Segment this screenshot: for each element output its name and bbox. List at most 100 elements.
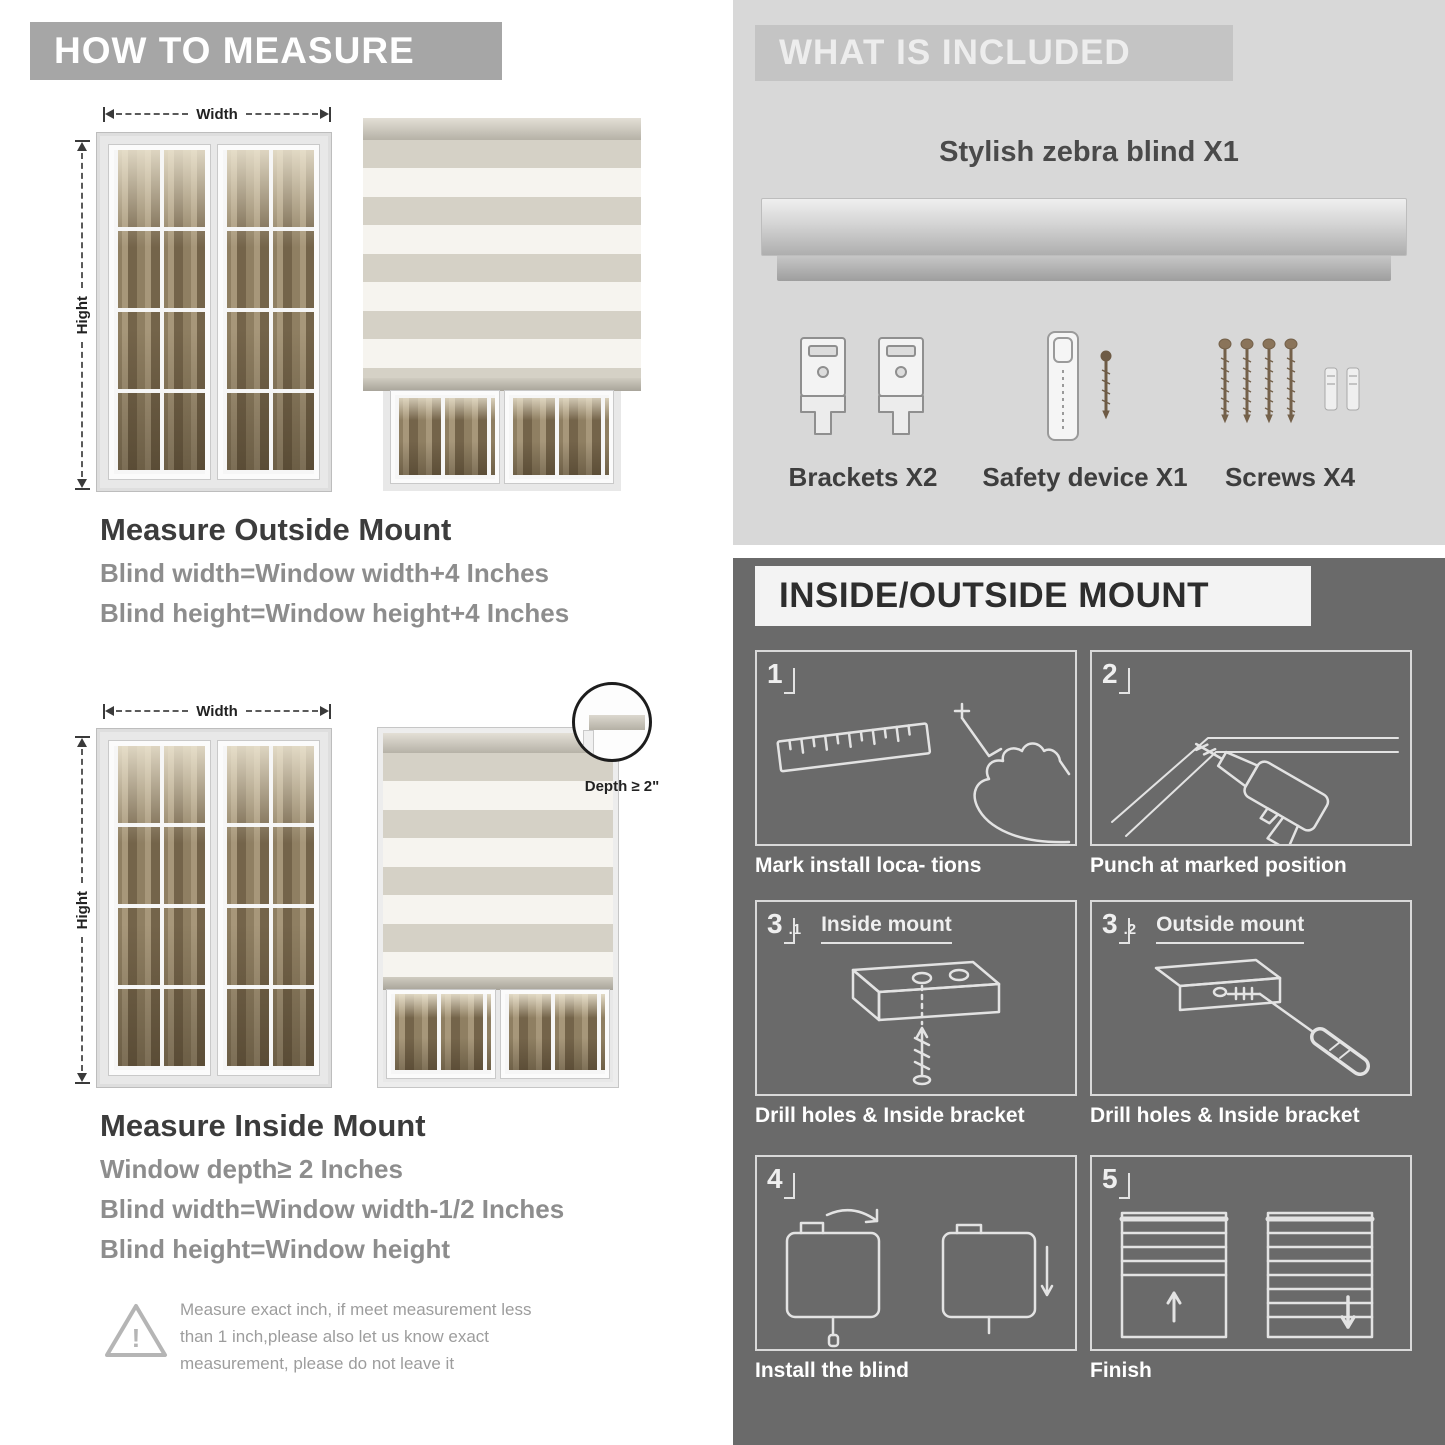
inside-formula-depth: Window depth≥ 2 Inches bbox=[100, 1154, 403, 1184]
outside-formula-height: Blind height=Window height+4 Inches bbox=[100, 598, 570, 628]
step-5-caption: Finish bbox=[1090, 1359, 1152, 1382]
step-2-header: 2 bbox=[1102, 658, 1130, 694]
step-number: 2 bbox=[1102, 658, 1130, 694]
arrow-head-down-icon bbox=[77, 479, 87, 489]
anchor-icon bbox=[1324, 367, 1360, 411]
arrow-dash bbox=[81, 749, 83, 883]
width-arrow-outside: Width bbox=[103, 105, 332, 123]
arrow-tick bbox=[103, 106, 105, 122]
arrow-head-right-icon bbox=[320, 706, 330, 716]
window-casement bbox=[391, 391, 499, 483]
window-casement bbox=[109, 145, 210, 479]
window-casement bbox=[501, 990, 609, 1078]
step-number: 1 bbox=[767, 658, 795, 694]
how-to-measure-title: HOW TO MEASURE bbox=[54, 30, 415, 71]
step-3-2-header: 3 .2 Outside mount bbox=[1102, 908, 1305, 944]
zebra-blind-illustration-inside bbox=[378, 728, 618, 1087]
screws-label: Screws X4 bbox=[1224, 462, 1356, 492]
brackets-icons bbox=[791, 332, 933, 442]
inside-formula-height: Blind height=Window height bbox=[100, 1234, 450, 1264]
window-illustration-inside bbox=[96, 728, 332, 1088]
arrow-head-down-icon bbox=[77, 1073, 87, 1083]
step-3-2: 3 .2 Outside mount bbox=[1090, 900, 1412, 1128]
headrail-valance bbox=[777, 256, 1391, 281]
step-5-panel: 5 bbox=[1090, 1155, 1412, 1351]
safety-device-label: Safety device X1 bbox=[982, 462, 1188, 492]
arrow-head-left-icon bbox=[105, 109, 114, 119]
mount-instructions-section: INSIDE/OUTSIDE MOUNT 1 bbox=[733, 558, 1445, 1445]
arrow-tick bbox=[74, 736, 90, 738]
blind-stripes bbox=[363, 140, 641, 378]
arrow-head-up-icon bbox=[77, 142, 87, 151]
arrow-tick bbox=[103, 703, 105, 719]
window-casement bbox=[218, 741, 319, 1075]
step-1: 1 Mark install loca- bbox=[755, 650, 1077, 878]
what-is-included-section: WHAT IS INCLUDED Stylish zebra blind X1 bbox=[733, 0, 1445, 545]
step-5-header: 5 bbox=[1102, 1163, 1130, 1199]
how-to-measure-header: HOW TO MEASURE bbox=[30, 22, 502, 80]
window-casement bbox=[109, 741, 210, 1075]
step-subnumber: .2 bbox=[1123, 921, 1137, 938]
arrow-head-right-icon bbox=[320, 109, 330, 119]
step-3-1-caption: Drill holes & Inside bracket bbox=[755, 1104, 1025, 1127]
height-arrow-inside: Hight bbox=[74, 736, 91, 1085]
note-line-2: than 1 inch,please also let us know exac… bbox=[180, 1327, 490, 1346]
window-casement bbox=[218, 145, 319, 479]
note-line-1: Measure exact inch, if meet measurement … bbox=[180, 1300, 532, 1319]
warning-triangle-icon: ! bbox=[105, 1304, 167, 1357]
arrow-dash bbox=[116, 113, 189, 115]
what-is-included-header: WHAT IS INCLUDED bbox=[755, 25, 1233, 81]
drill-illustration bbox=[1111, 737, 1399, 844]
depth-label: Depth ≥ 2" bbox=[584, 778, 660, 795]
window-jamb-detail bbox=[583, 730, 594, 759]
how-to-measure-section: HOW TO MEASURE Width Hight bbox=[0, 0, 720, 1445]
blind-item-label: Stylish zebra blind X1 bbox=[939, 136, 1239, 168]
step-number: 5 bbox=[1102, 1163, 1130, 1199]
cassette-corner-detail bbox=[589, 715, 645, 730]
arrow-tick bbox=[329, 106, 332, 122]
safety-device-icon bbox=[1047, 331, 1112, 441]
mark-locations-illustration bbox=[776, 702, 1071, 844]
step-subnumber: .1 bbox=[788, 921, 802, 938]
arrow-dash bbox=[81, 342, 83, 478]
arrow-dash bbox=[245, 113, 319, 115]
arrow-dash bbox=[116, 710, 189, 712]
width-arrow-inside: Width bbox=[103, 703, 332, 720]
headrail-illustration bbox=[761, 198, 1407, 256]
install-blind-illustration bbox=[785, 1208, 1054, 1348]
measure-note: Measure exact inch, if meet measurement … bbox=[180, 1296, 531, 1377]
arrow-tick bbox=[74, 488, 90, 491]
step-2: 2 bbox=[1090, 650, 1412, 878]
window-casement bbox=[505, 391, 613, 483]
step-4: 4 bbox=[755, 1155, 1077, 1383]
blind-cassette bbox=[363, 118, 641, 140]
arrow-head-left-icon bbox=[105, 706, 114, 716]
arrow-tick bbox=[74, 140, 90, 142]
step-3-1: 3 .1 Inside mount bbox=[755, 900, 1077, 1128]
step-1-header: 1 bbox=[767, 658, 795, 694]
step-4-panel: 4 bbox=[755, 1155, 1077, 1351]
step-3-1-header: 3 .1 Inside mount bbox=[767, 908, 952, 944]
window-illustration-outside bbox=[96, 132, 332, 492]
step-2-caption: Punch at marked position bbox=[1090, 854, 1347, 877]
inside-mount-title: Measure Inside Mount bbox=[100, 1108, 426, 1143]
inside-bracket-illustration bbox=[851, 960, 1001, 1086]
outside-bracket-illustration bbox=[1154, 958, 1370, 1076]
screws-icon bbox=[1218, 338, 1360, 424]
note-line-3: measurement, please do not leave it bbox=[180, 1354, 455, 1373]
arrow-head-up-icon bbox=[77, 738, 87, 747]
width-label: Width bbox=[196, 105, 238, 123]
what-is-included-title: WHAT IS INCLUDED bbox=[779, 33, 1131, 72]
zebra-blind-illustration-outside bbox=[363, 118, 641, 491]
arrow-tick bbox=[329, 703, 332, 719]
window-below-blind bbox=[383, 990, 613, 1082]
height-label: Hight bbox=[73, 295, 91, 335]
mount-title: INSIDE/OUTSIDE MOUNT bbox=[779, 576, 1210, 615]
blind-bottom-rail bbox=[383, 977, 613, 990]
step-label: Inside mount bbox=[821, 913, 952, 944]
step-number: 3 bbox=[1102, 908, 1130, 944]
bracket-icon bbox=[800, 337, 846, 435]
brackets-label: Brackets X2 bbox=[788, 462, 938, 492]
step-2-panel: 2 bbox=[1090, 650, 1412, 846]
outside-mount-title: Measure Outside Mount bbox=[100, 512, 452, 547]
